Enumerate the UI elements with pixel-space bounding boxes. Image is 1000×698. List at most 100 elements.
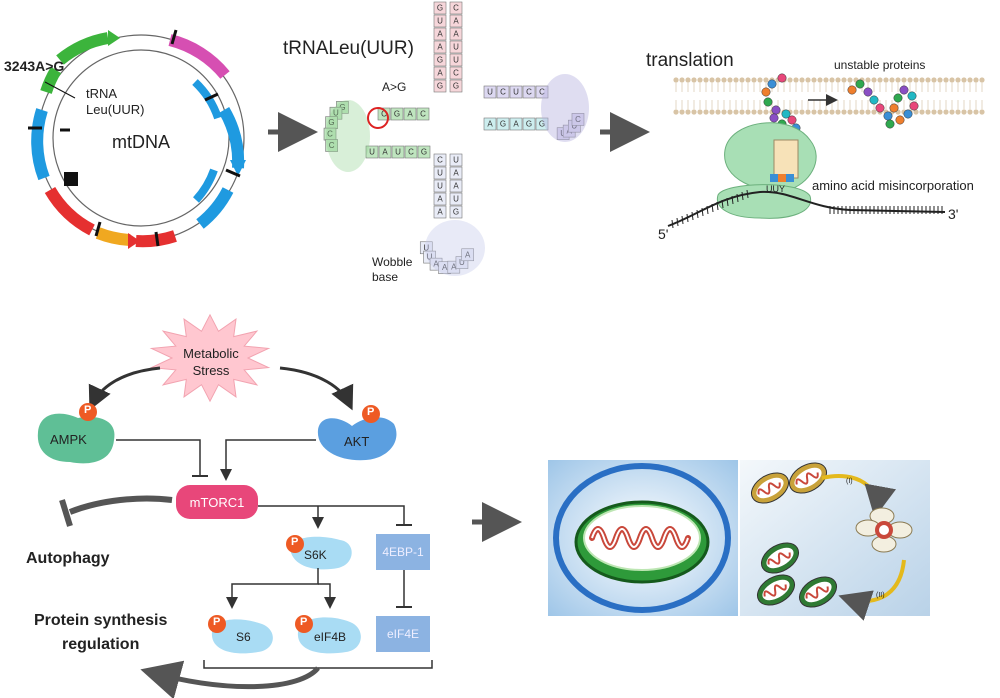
anticodon-stem-nt: A — [449, 179, 463, 193]
svg-text:G: G — [453, 208, 459, 217]
amino-acid — [763, 97, 773, 107]
phospho-circle — [79, 403, 97, 421]
misincorporation-label: amino acid misincorporation — [812, 178, 974, 193]
svg-text:U: U — [395, 148, 401, 157]
amino-acid — [863, 87, 873, 97]
svg-text:C: C — [327, 130, 333, 139]
gene-orange — [95, 227, 131, 246]
amino-acid — [883, 111, 893, 121]
amino-acid — [777, 73, 787, 83]
anticodon-stem-nt: U — [433, 166, 447, 180]
s6k-shape — [290, 536, 352, 570]
phospho-circle — [362, 405, 380, 423]
svg-text:A: A — [453, 169, 459, 178]
gene-red-left — [44, 186, 95, 236]
unstable-proteins-label: unstable proteins — [834, 58, 926, 72]
acceptor-nt-3: G — [449, 79, 463, 93]
mtorc1-label: mTORC1 — [189, 495, 245, 510]
svg-text:A: A — [513, 120, 519, 129]
svg-text:C: C — [539, 88, 545, 97]
svg-text:U: U — [437, 17, 443, 26]
t-stem-nt: C — [535, 85, 549, 99]
svg-text:U: U — [423, 243, 429, 252]
gene-blue-left — [31, 108, 50, 181]
phospho-s6: P — [213, 616, 221, 628]
mitochondria-panel — [548, 460, 930, 621]
trna-label-line1: tRNA — [86, 86, 118, 101]
svg-text:U: U — [453, 43, 459, 52]
acceptor-nt-5: A — [433, 40, 447, 54]
gene-blue-right-2 — [196, 187, 234, 229]
svg-text:U: U — [369, 148, 375, 157]
d-stem-nt: A — [403, 107, 417, 121]
mutation-label: 3243A>G — [4, 58, 65, 74]
mini-mitochondrion — [757, 574, 795, 606]
s6k-label: S6K — [304, 548, 327, 562]
svg-text:C: C — [408, 148, 414, 157]
five-prime-label: 5' — [658, 226, 669, 242]
t-stem-nt: U — [509, 85, 523, 99]
d-loop-nt: C — [325, 139, 338, 152]
d-stem-nt: A — [378, 145, 392, 159]
protein-synthesis-line2: regulation — [62, 636, 140, 653]
t-stem-nt: G — [522, 117, 536, 131]
d-stem-nt: U — [365, 145, 379, 159]
svg-text:U: U — [427, 253, 433, 262]
amino-acid — [889, 103, 899, 113]
eif4e-label: eIF4E — [386, 627, 419, 641]
anticodon-stem-nt: U — [449, 192, 463, 206]
anticodon-stem-nt: A — [449, 166, 463, 180]
wobble-label-line1: Wobble — [372, 255, 413, 269]
amino-acid — [787, 115, 797, 125]
flow-arrows — [268, 112, 650, 542]
mrna-strand — [667, 190, 946, 227]
svg-text:A: A — [407, 110, 413, 119]
autophagosome — [855, 507, 913, 553]
stress-label-line2: Stress — [192, 363, 230, 378]
phospho-akt: P — [367, 406, 375, 418]
ampk-label: AMPK — [50, 432, 87, 447]
mtdna-panel — [28, 29, 246, 249]
acceptor-nt-5: A — [433, 27, 447, 41]
autophagy-label: Autophagy — [26, 550, 110, 567]
svg-text:G: G — [437, 82, 443, 91]
codon-label: UUY — [766, 184, 786, 194]
acceptor-nt-3: A — [449, 14, 463, 28]
membrane — [673, 77, 985, 115]
protein-synthesis-line1: Protein synthesis — [34, 612, 168, 629]
svg-text:C: C — [329, 141, 335, 150]
amino-acid — [781, 109, 791, 119]
amino-acid — [899, 85, 909, 95]
phospho-s6k: P — [291, 536, 299, 548]
gene-green-2 — [40, 66, 62, 94]
svg-text:U: U — [513, 88, 519, 97]
svg-text:U: U — [487, 88, 493, 97]
t-stem-nt: C — [496, 85, 510, 99]
svg-text:C: C — [575, 115, 581, 124]
black-marker — [64, 172, 78, 186]
trna-title: tRNALeu(UUR) — [283, 38, 414, 59]
amino-acid — [847, 85, 857, 95]
svg-text:C: C — [453, 69, 459, 78]
anticodon-stem-nt: C — [433, 153, 447, 167]
amino-acid — [893, 93, 903, 103]
anticodon-stem-nt: G — [449, 205, 463, 219]
svg-text:G: G — [526, 120, 532, 129]
acceptor-nt-5: U — [433, 14, 447, 28]
ribosome-small-subunit — [716, 184, 812, 219]
svg-text:A: A — [451, 263, 457, 272]
svg-text:A: A — [437, 208, 443, 217]
svg-text:A: A — [437, 43, 443, 52]
svg-text:G: G — [421, 148, 427, 157]
mtdna-inner-ring — [52, 49, 230, 227]
svg-text:G: G — [437, 56, 443, 65]
eif4b-label: eIF4B — [314, 630, 347, 644]
svg-text:A: A — [437, 69, 443, 78]
phospho-circle — [208, 615, 226, 633]
svg-text:G: G — [500, 120, 506, 129]
eif4b-shape — [297, 617, 361, 654]
amino-acid — [903, 109, 913, 119]
d-stem-nt: C — [416, 107, 430, 121]
eif4e-shape — [376, 616, 430, 652]
